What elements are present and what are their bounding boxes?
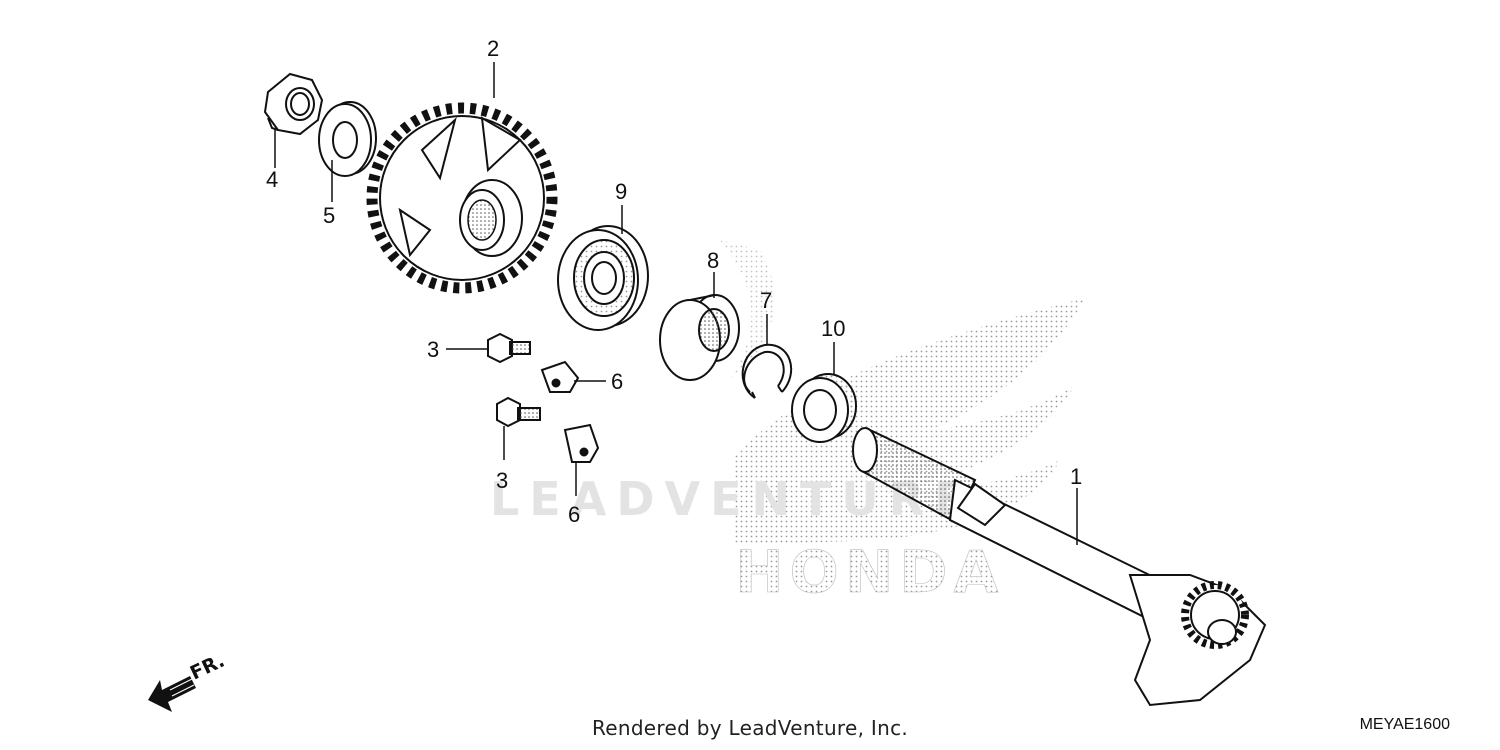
part-5-washer[interactable] [318,101,377,177]
direction-label: FR. [187,650,228,685]
diagram-code: MEYAE1600 [1359,716,1450,733]
part-6-plate-upper[interactable] [540,360,580,393]
honda-wing-watermark [720,240,1085,545]
part-3-bolt-lower[interactable] [496,396,541,428]
callout-9: 9 [615,179,627,204]
callout-5: 5 [323,203,335,228]
render-credit: Rendered by LeadVenture, Inc. [591,716,909,740]
callout-2: 2 [487,36,499,61]
callout-6b: 6 [568,502,580,527]
callout-10: 10 [821,316,845,341]
part-6-plate-lower[interactable] [563,423,600,463]
part-10-oil-seal[interactable] [791,373,857,443]
part-4-nut[interactable] [263,72,324,136]
part-3-bolt-upper[interactable] [487,332,531,364]
part-8-needle-bearing[interactable] [659,294,740,381]
callout-8: 8 [707,248,719,273]
part-2-sprocket[interactable] [366,102,558,294]
part-9-bearing[interactable] [557,225,649,331]
part-1-kickstart-spindle[interactable] [852,427,1267,707]
callout-3b: 3 [496,468,508,493]
part-7-snap-ring[interactable] [741,343,792,399]
callout-6a: 6 [611,369,623,394]
callout-4: 4 [266,167,278,192]
callout-1: 1 [1070,464,1082,489]
callout-7: 7 [760,288,772,313]
front-arrow-icon [148,676,196,712]
callout-3a: 3 [427,337,439,362]
watermark-honda: HONDA [735,538,1004,606]
